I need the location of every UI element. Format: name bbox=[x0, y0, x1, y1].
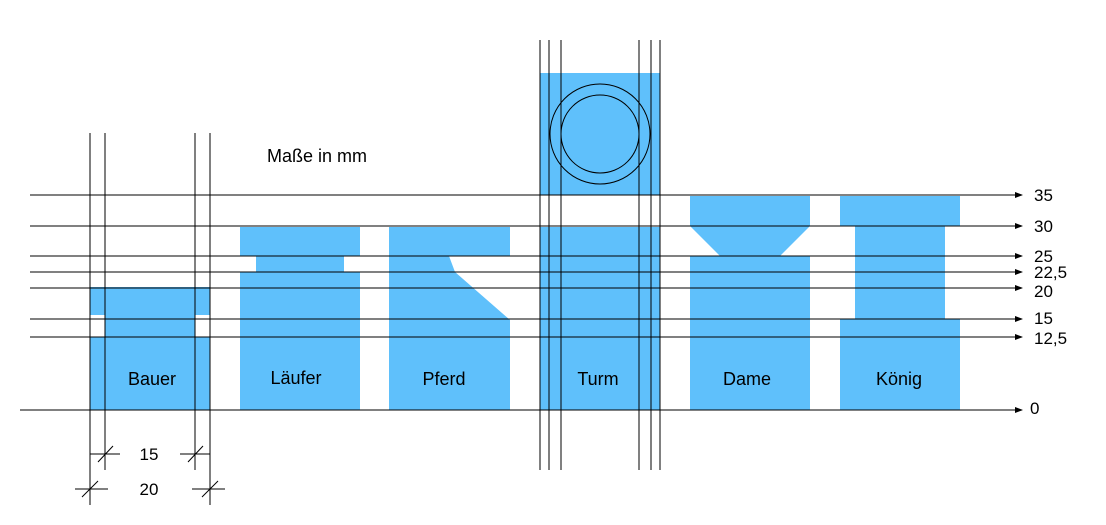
dame-shape bbox=[690, 196, 810, 410]
level-label-12-5: 12,5 bbox=[1034, 329, 1067, 348]
dimension-label-inner: 15 bbox=[140, 445, 159, 464]
piece-label-koenig: König bbox=[876, 369, 922, 389]
level-label-35: 35 bbox=[1034, 186, 1053, 205]
level-lines bbox=[20, 192, 1023, 413]
turm-outer-circle bbox=[549, 83, 651, 185]
piece-label-bauer: Bauer bbox=[128, 369, 176, 389]
dimension-marks bbox=[75, 445, 225, 498]
piece-label-pferd: Pferd bbox=[422, 369, 465, 389]
level-label-15: 15 bbox=[1034, 309, 1053, 328]
level-labels: 35 30 25 22,5 20 15 12,5 0 bbox=[1030, 186, 1067, 418]
bauer-shape bbox=[90, 287, 210, 410]
piece-label-laeufer: Läufer bbox=[270, 368, 321, 388]
turm-shape bbox=[540, 73, 660, 410]
units-note: Maße in mm bbox=[267, 146, 367, 166]
level-label-30: 30 bbox=[1034, 217, 1053, 236]
level-label-20: 20 bbox=[1034, 282, 1053, 301]
dimension-label-outer: 20 bbox=[140, 480, 159, 499]
piece-label-turm: Turm bbox=[577, 369, 618, 389]
piece-shapes bbox=[90, 73, 960, 410]
piece-label-dame: Dame bbox=[723, 369, 771, 389]
level-label-0: 0 bbox=[1030, 399, 1039, 418]
level-label-22-5: 22,5 bbox=[1034, 263, 1067, 282]
level-label-25: 25 bbox=[1034, 247, 1053, 266]
piece-labels: Bauer Läufer Pferd Turm Dame König bbox=[128, 368, 922, 389]
laeufer-shape bbox=[240, 227, 360, 410]
